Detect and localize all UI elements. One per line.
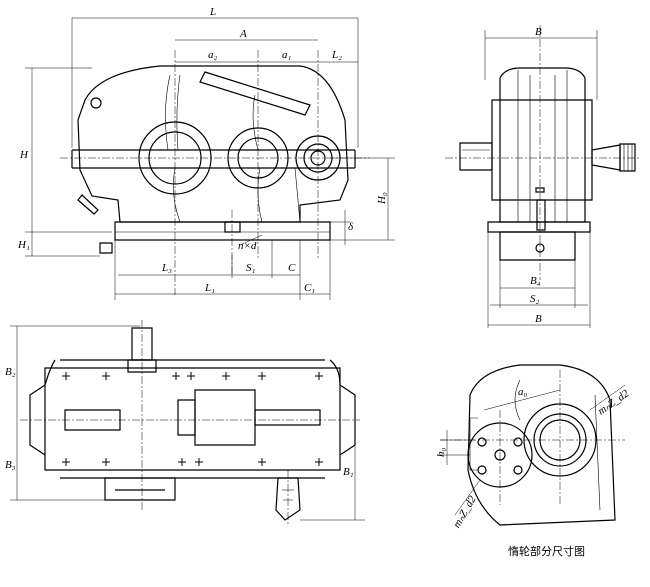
dim-H0: H₀ xyxy=(376,192,388,205)
bolt-markers xyxy=(62,372,323,466)
dim-A: A xyxy=(239,28,247,40)
dim-a0: a₀ xyxy=(518,386,528,398)
side-view: B B₄ S₂ B xyxy=(445,25,640,328)
dim-S1: S₁ xyxy=(246,262,256,274)
dim-B3: B₃ xyxy=(5,459,16,471)
dim-S2: S₂ xyxy=(530,293,540,305)
top-view: B₂ B₃ B₁ xyxy=(5,320,365,525)
dim-C1: C₁ xyxy=(304,282,315,294)
dim-L3: L₃ xyxy=(161,262,172,274)
dim-nxd: n×d xyxy=(238,240,257,252)
dim-B-bottom: B xyxy=(535,313,542,325)
idler-caption: 惰轮部分尺寸图 xyxy=(508,544,585,558)
dim-B-top: B xyxy=(535,26,542,38)
dim-H1: H₁ xyxy=(17,239,30,251)
dim-H: H xyxy=(19,149,29,161)
dim-h0: h₀ xyxy=(435,448,447,458)
dim-mnZd2-lower: mₙZ_d2 xyxy=(451,493,479,530)
dim-C: C xyxy=(288,262,296,274)
dim-a2: a₂ xyxy=(208,49,218,61)
dim-L1: L₁ xyxy=(204,282,215,294)
dim-delta: δ xyxy=(348,221,354,233)
idler-detail-view: a₀ h₀ mₙZ_d2 mₙZ_d2 惰轮部分尺寸图 xyxy=(435,364,632,558)
dim-B2: B₂ xyxy=(5,366,16,378)
dim-L: L xyxy=(209,6,216,18)
front-view: L A a₂ a₁ L₂ H H₁ H₀ δ n×d L₃ S₁ C L₁ C₁ xyxy=(17,6,395,300)
dim-mnZd2: mₙZ_d2 xyxy=(596,387,632,417)
dim-a1: a₁ xyxy=(282,49,292,61)
dim-B1: B₁ xyxy=(343,466,354,478)
dim-B4: B₄ xyxy=(530,275,541,287)
dim-L2: L₂ xyxy=(331,49,342,61)
